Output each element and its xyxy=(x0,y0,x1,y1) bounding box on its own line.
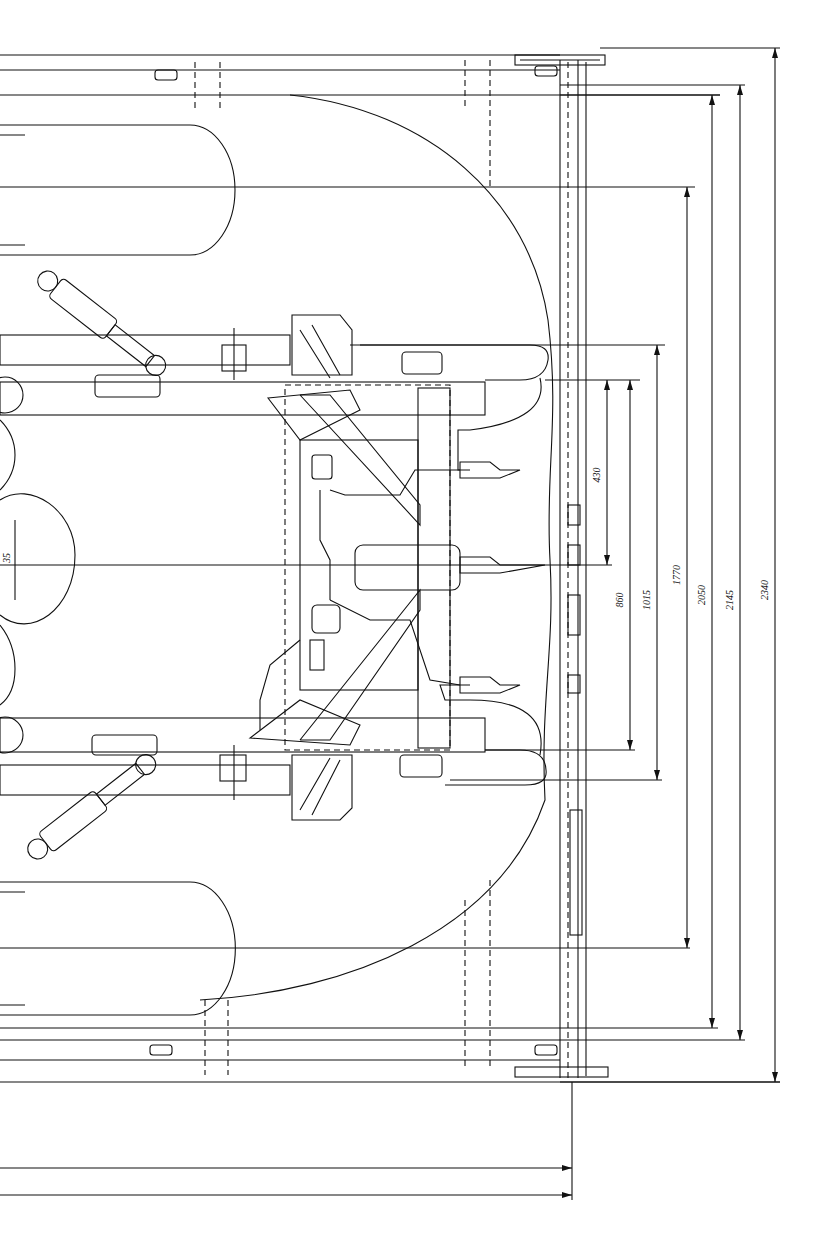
dimension-value: 860 xyxy=(615,592,625,609)
dimension-value: 2145 xyxy=(725,589,735,611)
dimension-value: 2340 xyxy=(760,579,770,601)
dimension-value: 1770 xyxy=(672,564,682,586)
dimension-value: 2050 xyxy=(697,584,707,606)
dimension-value: 430 xyxy=(592,467,602,484)
dimension-value: 35 xyxy=(2,552,12,564)
dimension-value: 1015 xyxy=(642,589,652,611)
